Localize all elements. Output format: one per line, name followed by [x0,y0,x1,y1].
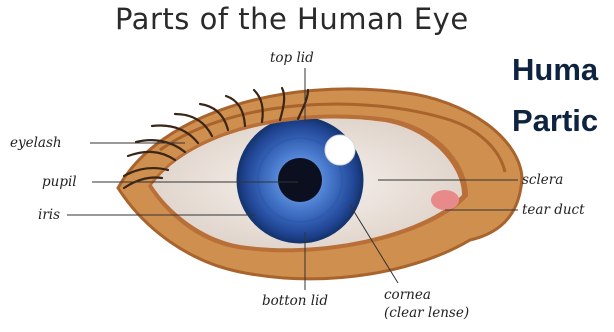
highlight [325,135,355,165]
heading-line-1: Huma [512,52,598,88]
label-top-lid: top lid [270,50,314,66]
label-cornea-note: (clear lense) [384,305,469,321]
diagram-title: Parts of the Human Eye [115,2,469,36]
label-tear-duct: tear duct [522,202,585,218]
pupil-shape [278,158,322,202]
label-bottom-lid: botton lid [262,293,328,309]
label-eyelash: eyelash [10,135,62,151]
label-iris: iris [38,207,60,223]
tear-duct-shape [431,190,459,210]
label-sclera: sclera [522,172,563,188]
heading-line-2: Partic [512,103,598,139]
label-cornea: cornea [384,287,431,303]
label-pupil: pupil [42,174,77,190]
